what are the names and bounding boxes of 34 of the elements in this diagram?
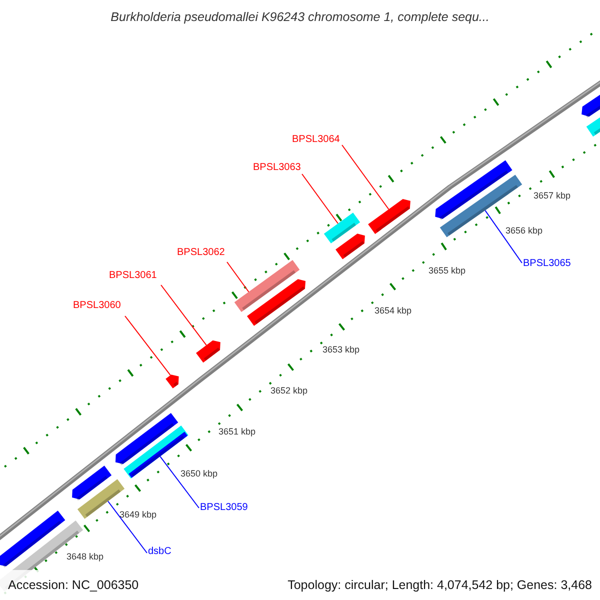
- leader-line: [226, 262, 250, 292]
- tick-label: 3648 kbp: [66, 552, 104, 562]
- gene-label: BPSL3061: [109, 270, 157, 282]
- gene-label: BPSL3065: [523, 258, 571, 270]
- gene-label: dsbC: [148, 546, 172, 558]
- tick-label: 3651 kbp: [218, 426, 256, 438]
- gene-label: BPSL3062: [177, 247, 225, 259]
- accession-text: Accession: NC_006350: [8, 576, 139, 594]
- leader-line: [124, 316, 171, 376]
- leader-line: [160, 456, 200, 508]
- leader-line: [302, 174, 338, 224]
- tick-label: 3649 kbp: [119, 510, 157, 520]
- gene-feature: [196, 340, 220, 363]
- tick-label: 3650 kbp: [180, 468, 218, 480]
- gene-feature: [324, 212, 360, 244]
- gene-label: BPSL3059: [200, 502, 248, 514]
- genome-info-text: Topology: circular; Length: 4,074,542 bp; Genes: 3,468: [288, 576, 592, 594]
- title: Burkholderia pseudomallei K96243 chromosome 1, complete sequ...: [110, 9, 490, 26]
- leader-line: [108, 500, 148, 554]
- tick-label: 3654 kbp: [374, 306, 412, 316]
- gene-label: BPSL3063: [253, 162, 301, 174]
- leader-line: [342, 144, 390, 210]
- tick-label: 3652 kbp: [270, 386, 308, 396]
- tick-label: 3657 kbp: [533, 190, 571, 202]
- tick-label: 3655 kbp: [428, 266, 466, 276]
- gene-feature: [166, 374, 179, 388]
- leader-line: [160, 284, 207, 346]
- leader-line: [484, 210, 522, 264]
- gene-feature: [368, 198, 410, 234]
- tick-label: 3656 kbp: [505, 226, 543, 236]
- gene-label: BPSL3064: [292, 134, 340, 146]
- tick-label: 3653 kbp: [322, 344, 360, 356]
- gene-label: BPSL3060: [73, 300, 121, 312]
- gene-feature: [234, 260, 300, 312]
